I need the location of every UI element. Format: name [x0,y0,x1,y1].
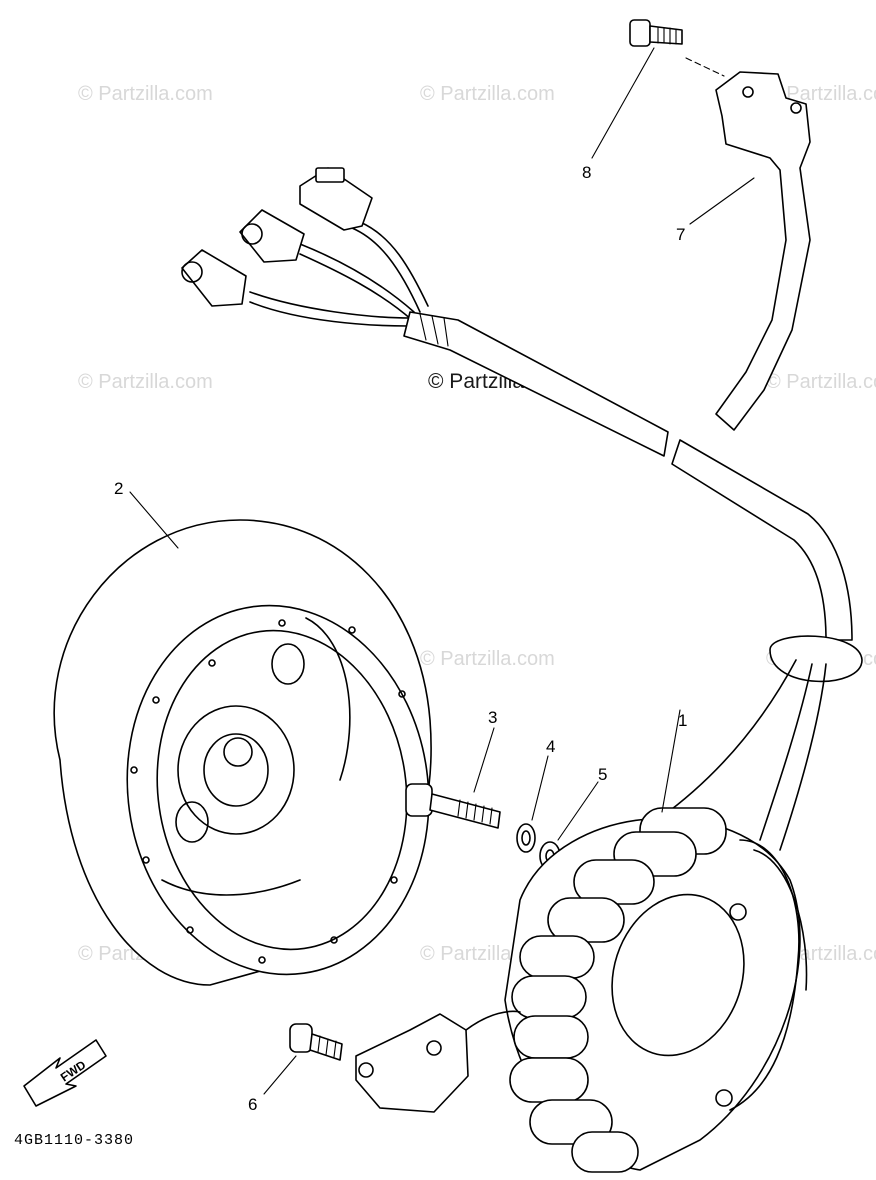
watermark: © Partzilla.com [78,371,213,393]
rotor-flywheel-icon [53,491,432,986]
lead-clamp-icon [715,71,811,431]
watermark: © Partzilla.com [420,83,555,105]
diagram-code: 4GB1110-3380 [14,1132,134,1149]
callout-7: 7 [676,225,685,244]
watermark: © Partzilla.com [766,371,876,393]
callout-6: 6 [248,1095,257,1114]
callout-5: 5 [598,765,607,784]
callout-4: 4 [546,737,555,756]
pickup-coil-icon [355,1010,521,1113]
callout-2: 2 [114,479,123,498]
fwd-arrow-icon: FWD [23,1039,107,1107]
connector-icon [299,167,373,231]
callout-3: 3 [488,708,497,727]
stator-assembly-icon [504,709,808,1173]
callout-1: 1 [678,711,687,730]
bolt-icon [629,19,725,77]
watermark: © Partzilla.com [420,648,555,670]
connector-icon [181,249,247,307]
screw-icon [263,1023,343,1095]
wire-harness [249,221,863,851]
bolt-icon [405,727,501,829]
connector-icon [239,209,305,263]
callout-8: 8 [582,163,591,182]
watermark: © Partzilla.com [78,83,213,105]
lock-washer-icon [516,755,549,853]
